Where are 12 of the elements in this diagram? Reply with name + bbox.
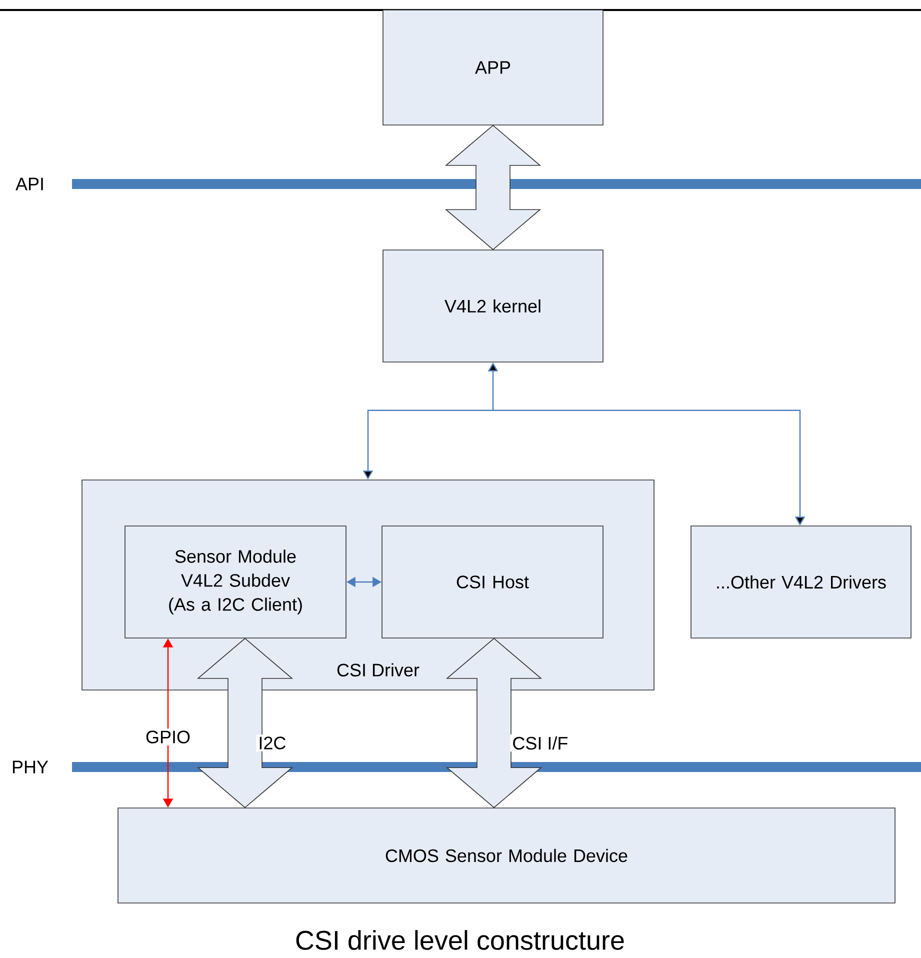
process-box: CSI Host <box>382 526 604 638</box>
caption: CSI drive level constructure <box>296 930 624 950</box>
bus-label: PHY <box>12 760 48 774</box>
bus-label: API <box>16 178 43 190</box>
process-box: APP <box>382 10 604 126</box>
process-box: CMOS Sensor Module Device <box>118 808 896 904</box>
process-box: Sensor Module V4L2 Subdev (As a I2C Client) <box>124 526 346 638</box>
edge-label: CSI I/F <box>510 734 570 752</box>
edge-label: I2C <box>256 734 288 752</box>
edge-label: GPIO <box>144 728 192 746</box>
process-box: V4L2 kernel <box>382 250 604 362</box>
process-box: ...Other V4L2 Drivers <box>690 526 912 638</box>
